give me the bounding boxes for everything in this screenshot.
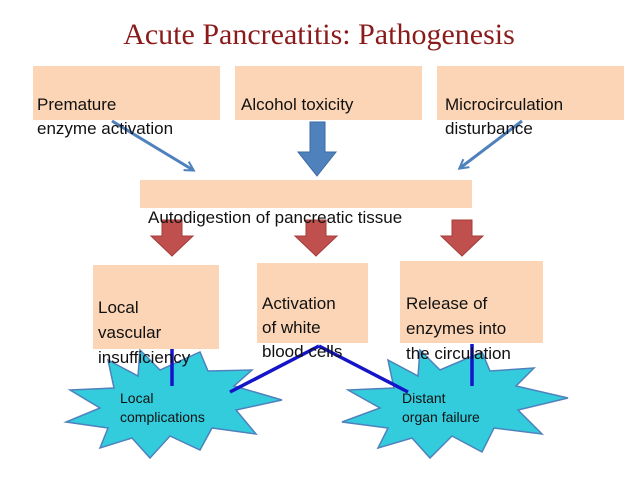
autodigestion-to-local-arrow	[149, 219, 195, 257]
autodigestion-box: Autodigestion of pancreatic tissue	[140, 180, 472, 227]
alcohol-to-autodigestion-arrow	[296, 121, 338, 177]
cause-premature-label: Premature enzyme activation	[37, 95, 174, 138]
autodigestion-label: Autodigestion of pancreatic tissue	[148, 208, 403, 227]
cause-microcirculation-disturbance: Microcirculation disturbance	[437, 66, 624, 138]
effect-activation-white-blood-cells: Activation of white blood cells	[257, 263, 368, 361]
cause-alcohol-label: Alcohol toxicity	[241, 95, 354, 114]
distant-organ-failure-burst	[341, 348, 569, 460]
page-title: Acute Pancreatitis: Pathogenesis	[123, 18, 515, 51]
outcome-local-complications-label: Local complications	[120, 390, 205, 425]
microcirculation-to-autodigestion-arrow	[460, 119, 523, 168]
autodigestion-to-activation-arrow	[293, 219, 339, 257]
outcome-distant-organ-failure-label: Distant organ failure	[402, 390, 480, 425]
effect-local-vascular-insufficiency: Local vascular insufficiency	[93, 265, 219, 367]
effect-release-label: Release of enzymes into the circulation	[406, 294, 511, 363]
cause-microcirculation-label: Microcirculation disturbance	[445, 95, 564, 138]
activation-to-local-connector	[229, 344, 320, 394]
autodigestion-to-release-arrow	[439, 219, 485, 257]
local-complications-burst	[63, 348, 283, 460]
activation-to-distant-connector	[318, 344, 409, 394]
effect-release-enzymes: Release of enzymes into the circulation	[400, 261, 543, 363]
effect-activation-label: Activation of white blood cells	[262, 294, 343, 361]
cause-alcohol-toxicity: Alcohol toxicity	[235, 66, 422, 120]
cause-premature-enzyme-activation: Premature enzyme activation	[33, 66, 220, 138]
effect-local-vascular-label: Local vascular insufficiency	[98, 298, 191, 367]
premature-to-autodigestion-arrow	[111, 119, 193, 170]
